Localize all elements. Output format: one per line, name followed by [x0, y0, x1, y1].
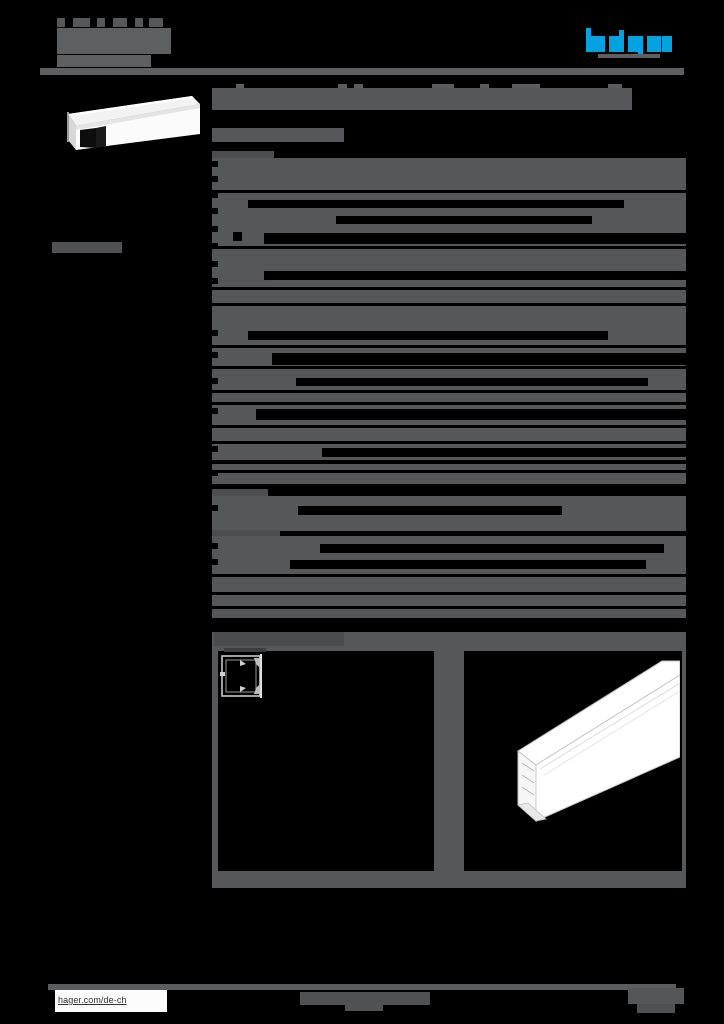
title-ascender: [608, 84, 622, 90]
page-subtitle: [212, 128, 344, 142]
product-photo-caption: [52, 242, 122, 253]
footer-url-link[interactable]: hager.com/de-ch: [58, 995, 127, 1005]
list-bullet: [233, 232, 242, 241]
title-ascender: [354, 84, 363, 90]
drawing-box-cross-section: [218, 651, 434, 871]
footer-center-text: [300, 992, 430, 1005]
section-heading: [212, 151, 274, 162]
title-ascender: [512, 84, 540, 90]
spec-body-panel: [212, 158, 686, 484]
product-photo: [50, 92, 200, 156]
title-ascender: [480, 84, 489, 90]
footer-page-number-2: [637, 1004, 675, 1013]
page-title: [212, 88, 632, 110]
section-heading: [212, 489, 268, 500]
page-header: hager: [0, 0, 724, 80]
footer-divider: [48, 984, 676, 990]
section-heading: [212, 530, 280, 541]
footer-url-plate: [55, 990, 167, 1012]
isometric-drawing: [466, 653, 681, 843]
header-divider: [40, 68, 684, 75]
cross-section-drawing: [220, 654, 270, 700]
drawings-heading: [214, 632, 344, 646]
footer-page-number: [628, 988, 684, 1004]
footer-center-text-2: [345, 1003, 383, 1011]
logo-underline: [598, 54, 660, 58]
title-ascender: [236, 84, 244, 90]
title-ascender: [338, 84, 347, 90]
cross-section-dimension-line: [224, 648, 266, 652]
hager-logo: hager: [586, 28, 672, 58]
title-ascender: [432, 84, 454, 90]
